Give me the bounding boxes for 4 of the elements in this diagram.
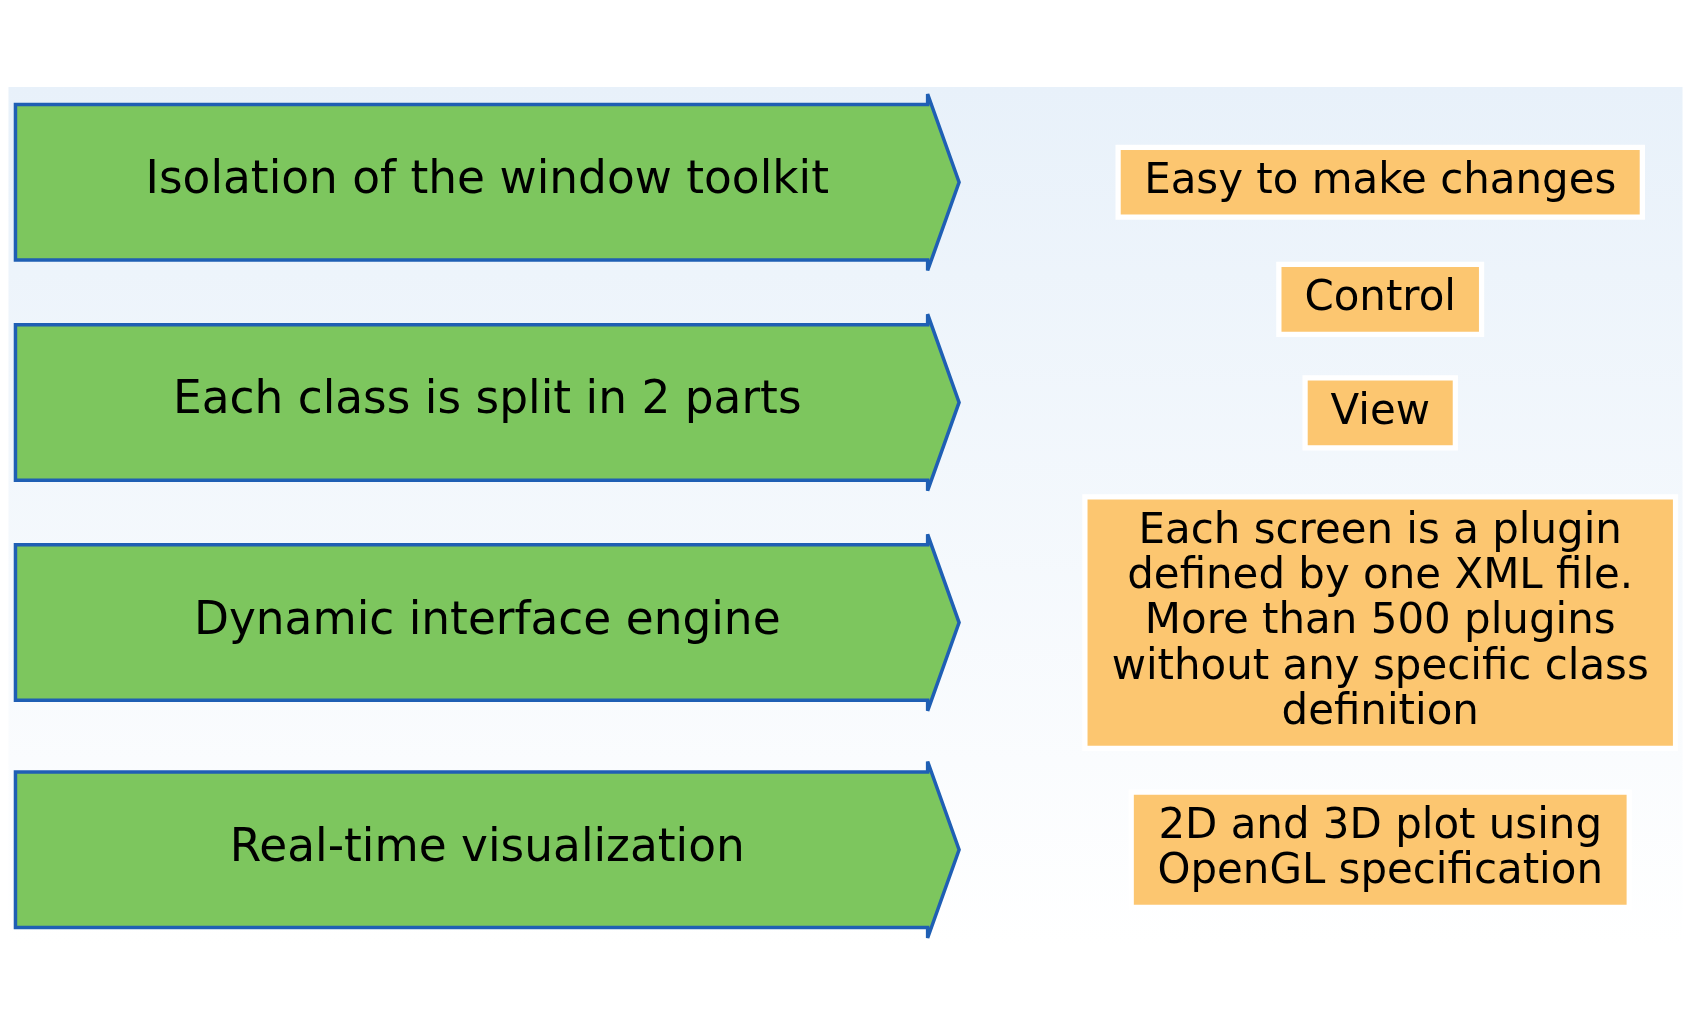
node-box: View: [1302, 374, 1458, 450]
node-box: Easy to make changes: [1115, 144, 1645, 220]
node-box: Each screen is a plugin defined by one XML file. More than 500 plugins without any specific class definition: [1082, 493, 1679, 751]
node-box: Control: [1276, 261, 1485, 337]
